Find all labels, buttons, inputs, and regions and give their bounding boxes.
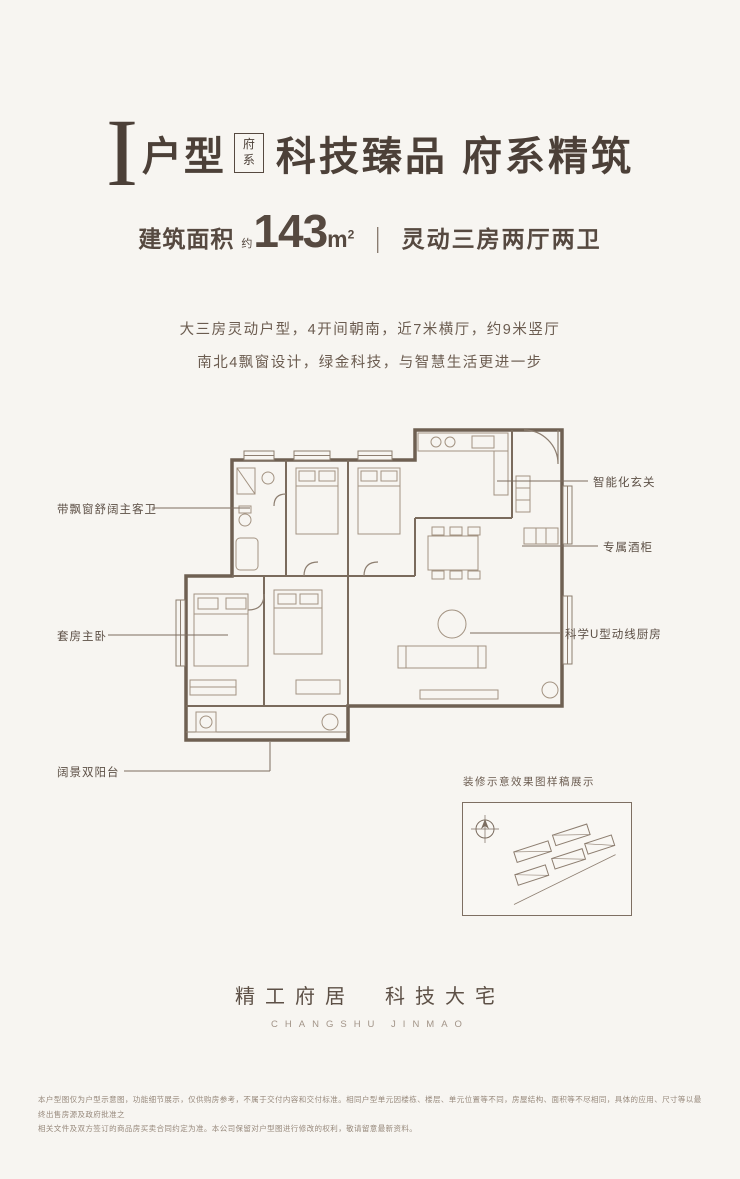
area-unit: m2 bbox=[327, 225, 355, 252]
area-value: 143 bbox=[253, 204, 328, 257]
label-balcony: 阔景双阳台 bbox=[57, 767, 120, 780]
furniture bbox=[189, 432, 559, 733]
brand-slogan: 精工府居 科技大宅 bbox=[235, 986, 505, 1009]
disclaimer-line-2: 相关文件及双方签订的商品房买卖合同约定为准。本公司保留对户型图进行修改的权利，敬… bbox=[38, 1124, 418, 1134]
label-master-bedroom: 套房主卧 bbox=[57, 631, 107, 644]
doors bbox=[247, 429, 559, 611]
area-row: 建筑面积 约 143 m2 | 灵动三房两厅两卫 bbox=[0, 204, 740, 258]
dining-table bbox=[427, 526, 481, 580]
compass-icon bbox=[471, 815, 499, 844]
south-bedroom-bed bbox=[273, 589, 341, 695]
brand-block: 精工府居 科技大宅 CHANGSHU JINMAO bbox=[0, 980, 740, 1030]
windows bbox=[175, 450, 573, 733]
label-smart-entry: 智能化玄关 bbox=[593, 477, 656, 490]
site-buildings bbox=[513, 823, 616, 906]
living-room-furniture bbox=[397, 609, 559, 700]
series-badge: 府 系 bbox=[233, 132, 264, 173]
label-wine-cabinet: 专属酒柜 bbox=[603, 542, 653, 555]
intro-line-2: 南北4飘窗设计，绿金科技，与智慧生活更进一步 bbox=[197, 354, 543, 371]
area-approx: 约 bbox=[241, 237, 253, 250]
bathroom-fixtures bbox=[235, 467, 275, 571]
kitchen-counter bbox=[417, 432, 509, 496]
site-plan-drawing bbox=[471, 815, 616, 906]
floorplan-section: 智能化玄关 专属酒柜 科学U型动线厨房 带飘窗舒阔主客卫 套房主卧 阔景双阳台 … bbox=[0, 418, 740, 938]
balcony-items bbox=[195, 711, 339, 733]
legal-disclaimer: 本户型图仅为户型示意图，功能细节展示，仅供购房参考，不属于交付内容和交付标准。相… bbox=[38, 1093, 706, 1137]
unit-type-label: 户型 bbox=[141, 134, 226, 179]
header: I 户型 府 系 科技臻品 府系精筑 bbox=[0, 0, 740, 206]
series-badge-char2: 系 bbox=[242, 152, 255, 167]
intro-line-1: 大三房灵动户型，4开间朝南，近7米横厅，约9米竖厅 bbox=[179, 321, 561, 338]
disclaimer-line-1: 本户型图仅为户型示意图，功能细节展示，仅供购房参考，不属于交付内容和交付标准。相… bbox=[38, 1095, 702, 1119]
wine-cabinet bbox=[523, 527, 559, 545]
master-bed bbox=[189, 593, 249, 696]
decor-disclaimer-note: 装修示意效果图样稿展示 bbox=[463, 776, 595, 789]
page-title: 科技臻品 府系精筑 bbox=[275, 134, 635, 179]
area-label: 建筑面积 bbox=[138, 225, 235, 252]
floorplan-drawing bbox=[108, 428, 598, 772]
entry-cabinet bbox=[515, 475, 531, 513]
room-layout-label: 灵动三房两厅两卫 bbox=[401, 225, 602, 252]
divider-bar: | bbox=[375, 221, 381, 253]
bed-north-1 bbox=[295, 467, 339, 535]
label-master-bath: 带飘窗舒阔主客卫 bbox=[57, 504, 157, 517]
label-u-kitchen: 科学U型动线厨房 bbox=[565, 629, 662, 642]
site-plan-inset bbox=[462, 802, 632, 917]
bed-north-2 bbox=[357, 467, 401, 535]
leader-lines bbox=[108, 480, 598, 772]
series-badge-char1: 府 bbox=[242, 137, 255, 152]
interior-walls bbox=[186, 430, 513, 708]
intro-text: 大三房灵动户型，4开间朝南，近7米横厅，约9米竖厅 南北4飘窗设计，绿金科技，与… bbox=[0, 314, 740, 381]
unit-letter: I bbox=[105, 99, 138, 206]
brand-latin-name: CHANGSHU JINMAO bbox=[271, 1019, 469, 1031]
